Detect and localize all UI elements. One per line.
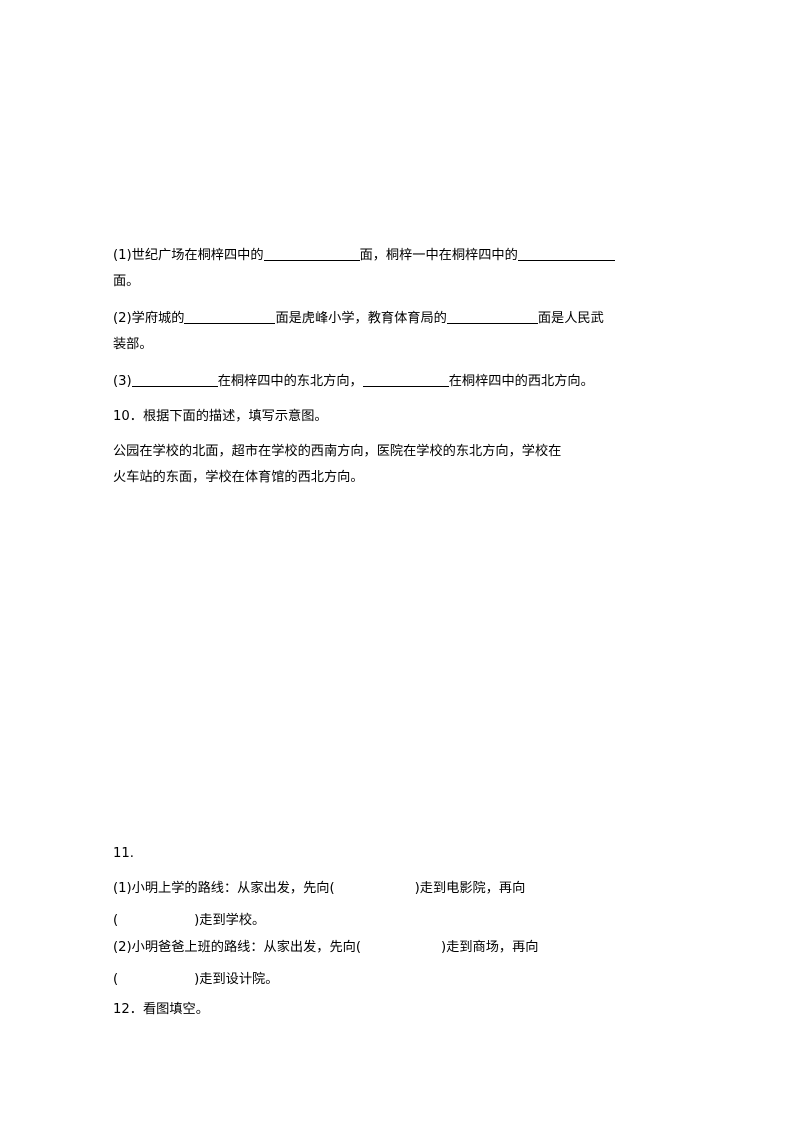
q9-line3: (2)学府城的 面是虎峰小学，教育体育局的 面是人民武 — [113, 310, 604, 328]
q9-2-text-b: 面是虎峰小学，教育体育局的 — [275, 311, 447, 326]
q9-2-text-a: (2)学府城的 — [113, 311, 185, 326]
location-grid-diagram-1 — [0, 0, 794, 250]
q9-2-text-d: 装部。 — [113, 337, 153, 352]
q10-desc-line-1: 公园在学校的北面，超市在学校的西南方向，医院在学校的东北方向，学校在 — [113, 444, 562, 459]
q11-number: 11. — [113, 846, 134, 861]
q9-line1: (1)世纪广场在桐梓四中的 面，桐梓一中在桐梓四中的 — [113, 247, 615, 265]
q9-2-text-c: 面是人民武 — [537, 311, 604, 326]
q11-1-text-d: )走到学校。 — [194, 913, 266, 928]
q11-2-text-d: )走到设计院。 — [194, 972, 279, 987]
q9-1-blank-2[interactable] — [517, 248, 615, 261]
q11-1-text-c: ( — [113, 913, 119, 928]
q9-3-text-c: 在桐梓四中的西北方向。 — [448, 374, 594, 389]
q10-title: 10．根据下面的描述，填写示意图。 — [113, 409, 328, 424]
q12-title: 12．看图填空。 — [113, 1002, 209, 1017]
q11-line2: ( )走到学校。 — [113, 912, 265, 930]
q9-line5: (3) 在桐梓四中的东北方向， 在桐梓四中的西北方向。 — [113, 373, 594, 391]
q11-1-text-b: )走到电影院，再向 — [414, 881, 526, 896]
q10-desc-line-2: 火车站的东面，学校在体育馆的西北方向。 — [113, 470, 364, 485]
q9-line4: 装部。 — [113, 336, 153, 354]
q9-1-text-c: 面。 — [113, 274, 140, 289]
q9-3-blank-1[interactable] — [131, 374, 218, 387]
q11-1-text-a: (1)小明上学的路线：从家出发，先向( — [113, 881, 335, 896]
q9-2-blank-1[interactable] — [184, 311, 276, 324]
q11-2-text-c: ( — [113, 972, 119, 987]
q9-line2: 面。 — [113, 273, 139, 291]
q9-1-blank-1[interactable] — [263, 248, 360, 261]
q9-3-text-b: 在桐梓四中的东北方向， — [217, 374, 363, 389]
q11-line4: ( )走到设计院。 — [113, 971, 278, 989]
q9-2-blank-2[interactable] — [446, 311, 538, 324]
q9-1-text-b: 面，桐梓一中在桐梓四中的 — [359, 248, 518, 263]
q9-1-text-a: (1)世纪广场在桐梓四中的 — [113, 248, 264, 263]
q11-2-text-b: )走到商场，再向 — [441, 940, 539, 955]
q11-line1: (1)小明上学的路线：从家出发，先向( )走到电影院，再向 — [113, 880, 525, 898]
q11-line3: (2)小明爸爸上班的路线：从家出发，先向( )走到商场，再向 — [113, 939, 538, 957]
q9-3-text-a: (3) — [113, 374, 132, 389]
q9-3-blank-2[interactable] — [362, 374, 449, 387]
q11-2-text-a: (2)小明爸爸上班的路线：从家出发，先向( — [113, 940, 362, 955]
